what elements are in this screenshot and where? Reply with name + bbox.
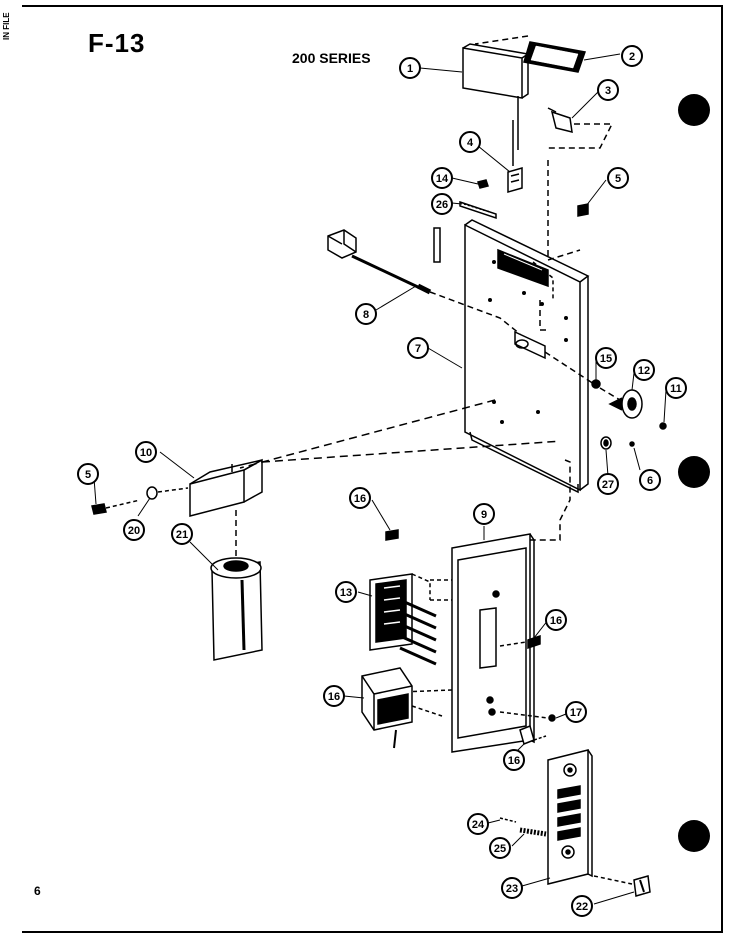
- part-16-switch: [361, 667, 443, 749]
- callout-21: 21: [176, 529, 188, 541]
- callout-10: 10: [140, 447, 152, 459]
- part-5-screw-right: [577, 203, 589, 217]
- callout-5-right: 5: [615, 173, 621, 185]
- callout-2: 2: [629, 51, 635, 63]
- callout-26: 26: [436, 199, 448, 211]
- callout-27: 27: [602, 479, 614, 491]
- callout-25: 25: [494, 843, 506, 855]
- part-17-screw: [499, 711, 556, 722]
- callout-5-left: 5: [85, 469, 91, 481]
- callout-3: 3: [605, 85, 611, 97]
- callout-17: 17: [570, 707, 582, 719]
- part-10-bracket-cover: [189, 458, 263, 517]
- part-16-spacer-bottom: [519, 724, 547, 746]
- part-12-knob: [608, 389, 643, 419]
- callout-9: 9: [481, 509, 487, 521]
- part-16-screw-right: [499, 634, 541, 650]
- part-14-spring: [477, 179, 489, 189]
- callout-12: 12: [638, 365, 650, 377]
- punch-hole-middle: [678, 456, 710, 488]
- part-13-switch-block: [369, 573, 437, 666]
- part-22-knob: [593, 875, 651, 897]
- callout-16-switch: 16: [328, 691, 340, 703]
- punch-hole-bottom: [678, 820, 710, 852]
- callout-numbers: 1 2 3 4 14 26 5 8 7 15 12 11 27 6 10 5 2…: [85, 51, 682, 913]
- part-26-bar: [459, 200, 497, 220]
- part-2-display-window: [474, 35, 586, 73]
- callout-20: 20: [128, 525, 140, 537]
- part-5-screw-left: [91, 499, 141, 515]
- part-27-nut: [600, 436, 612, 450]
- callout-22: 22: [576, 901, 588, 913]
- page-number: 6: [34, 884, 41, 898]
- callout-circles: [77, 45, 687, 917]
- callout-14: 14: [436, 173, 449, 185]
- part-23-touch-panel: [547, 749, 593, 885]
- series-title: 200 SERIES: [292, 50, 371, 66]
- part-24-pin: [499, 817, 517, 823]
- callout-6: 6: [647, 475, 653, 487]
- part-20-washer: [146, 486, 189, 500]
- callout-16-top: 16: [354, 493, 366, 505]
- part-21-capacitor: [210, 510, 263, 661]
- pin-rod: [433, 227, 441, 263]
- part-8-cable: [327, 229, 521, 335]
- callout-24: 24: [472, 819, 485, 831]
- callout-7: 7: [415, 343, 421, 355]
- callout-16-bottom: 16: [508, 755, 520, 767]
- callout-13: 13: [340, 587, 352, 599]
- callout-11: 11: [670, 383, 682, 395]
- part-9-board-plate: [399, 533, 535, 753]
- callout-1: 1: [407, 63, 413, 75]
- part-15-washer: [591, 379, 601, 389]
- part-4-latch: [507, 167, 523, 193]
- callout-23: 23: [506, 883, 518, 895]
- part-16-screw-top: [385, 529, 399, 541]
- callout-4: 4: [467, 137, 474, 149]
- part-11-screw: [659, 422, 667, 430]
- part-6-washer: [629, 441, 635, 447]
- part-1-control-top-panel: [462, 43, 530, 166]
- callout-8: 8: [363, 309, 369, 321]
- part-7-main-panel: [464, 219, 590, 494]
- callout-16-right: 16: [550, 615, 562, 627]
- part-3-bracket: [547, 107, 614, 149]
- figure-title: F-13: [88, 28, 146, 58]
- punch-hole-top: [678, 94, 710, 126]
- callout-15: 15: [600, 353, 612, 365]
- part-25-spring: [519, 827, 547, 837]
